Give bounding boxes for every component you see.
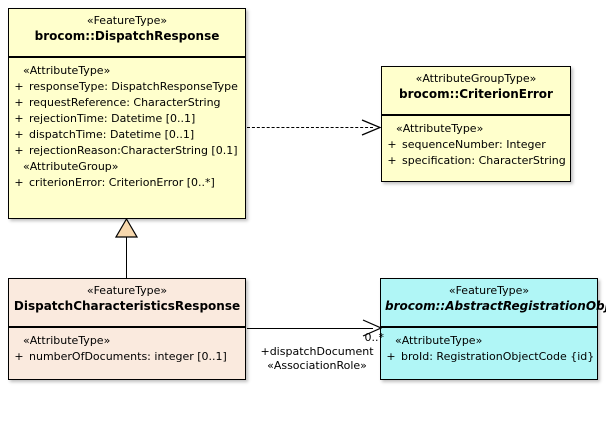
attribute-text: requestReference: CharacterString — [29, 96, 221, 109]
attribute-visibility: + — [14, 350, 24, 363]
class-body-dispatch-characteristics-response: «AttributeType» + numberOfDocuments: int… — [9, 328, 245, 379]
attribute-text: rejectionReason:CharacterString [0.1] — [29, 144, 238, 157]
class-name: brocom::DispatchResponse — [34, 29, 220, 43]
attribute-group-label: «AttributeType» — [395, 334, 483, 347]
class-stereotype: «FeatureType» — [448, 284, 530, 297]
attribute-text: responseType: DispatchResponseType — [29, 80, 238, 93]
attribute-row: + dispatchTime: Datetime [0..1] — [9, 127, 245, 143]
generalization-connector-line — [126, 237, 127, 278]
class-header-dispatch-characteristics-response: «FeatureType» DispatchCharacteristicsRes… — [9, 279, 245, 328]
attribute-visibility: + — [14, 96, 24, 109]
association-role-name: +dispatchDocument — [260, 345, 374, 358]
attribute-group-label: «AttributeGroup» — [23, 160, 119, 173]
class-body-abstract-registration-object: «AttributeType» + broId: RegistrationObj… — [381, 328, 597, 379]
class-name: brocom::CriterionError — [399, 87, 553, 101]
generalization-hollow-triangle-icon — [114, 217, 139, 238]
attribute-row: + broId: RegistrationObjectCode {id} — [381, 349, 597, 365]
class-box-criterion-error[interactable]: «AttributeGroupType» brocom::CriterionEr… — [381, 66, 571, 182]
attribute-visibility: + — [14, 128, 24, 141]
attribute-visibility: + — [14, 112, 24, 125]
attribute-text: specification: CharacterString — [402, 154, 566, 167]
attribute-visibility: + — [14, 176, 24, 189]
attribute-row: + requestReference: CharacterString — [9, 95, 245, 111]
association-role-stereotype: «AssociationRole» — [267, 359, 367, 372]
attribute-group-label: «AttributeType» — [396, 122, 484, 135]
attribute-row: + sequenceNumber: Integer — [382, 137, 570, 153]
dependency-connector-line — [247, 127, 373, 128]
class-header-criterion-error: «AttributeGroupType» brocom::CriterionEr… — [382, 67, 570, 116]
association-connector-line — [247, 328, 373, 329]
class-body-dispatch-response: «AttributeType» + responseType: Dispatch… — [9, 58, 245, 218]
attribute-row: + responseType: DispatchResponseType — [9, 79, 245, 95]
class-name: DispatchCharacteristicsResponse — [13, 299, 241, 313]
attribute-row: + numberOfDocuments: integer [0..1] — [9, 349, 245, 365]
attribute-text: numberOfDocuments: integer [0..1] — [29, 350, 227, 363]
class-header-dispatch-response: «FeatureType» brocom::DispatchResponse — [9, 9, 245, 58]
class-box-dispatch-characteristics-response[interactable]: «FeatureType» DispatchCharacteristicsRes… — [8, 278, 246, 380]
class-stereotype: «AttributeGroupType» — [415, 72, 537, 85]
class-stereotype: «FeatureType» — [86, 284, 168, 297]
class-body-criterion-error: «AttributeType» + sequenceNumber: Intege… — [382, 116, 570, 181]
attribute-visibility: + — [386, 350, 396, 363]
class-box-abstract-registration-object[interactable]: «FeatureType» brocom::AbstractRegistrati… — [380, 278, 606, 380]
attribute-text: dispatchTime: Datetime [0..1] — [29, 128, 195, 141]
attribute-group-label: «AttributeType» — [23, 64, 111, 77]
class-box-dispatch-response[interactable]: «FeatureType» brocom::DispatchResponse «… — [8, 8, 246, 219]
attribute-text: criterionError: CriterionError [0..*] — [29, 176, 215, 189]
attribute-row: + criterionError: CriterionError [0..*] — [9, 175, 245, 191]
association-open-arrow-icon — [362, 319, 383, 337]
attribute-row: + specification: CharacterString — [382, 153, 570, 169]
attribute-row: + rejectionReason:CharacterString [0.1] — [9, 143, 245, 159]
class-stereotype: «FeatureType» — [86, 14, 168, 27]
attribute-visibility: + — [387, 154, 397, 167]
dependency-open-arrow-icon — [361, 119, 382, 136]
attribute-visibility: + — [387, 138, 397, 151]
class-header-abstract-registration-object: «FeatureType» brocom::AbstractRegistrati… — [381, 279, 606, 328]
attribute-text: rejectionTime: Datetime [0..1] — [29, 112, 196, 125]
attribute-row: + rejectionTime: Datetime [0..1] — [9, 111, 245, 127]
attribute-text: sequenceNumber: Integer — [402, 138, 546, 151]
attribute-group-label: «AttributeType» — [23, 334, 111, 347]
attribute-visibility: + — [14, 144, 24, 157]
association-multiplicity: 0..* — [364, 331, 385, 344]
class-name: brocom::AbstractRegistrationObject — [385, 299, 606, 313]
association-labels: 0..* +dispatchDocument «AssociationRole» — [244, 331, 390, 373]
attribute-visibility: + — [14, 80, 24, 93]
attribute-text: broId: RegistrationObjectCode {id} — [401, 350, 595, 363]
